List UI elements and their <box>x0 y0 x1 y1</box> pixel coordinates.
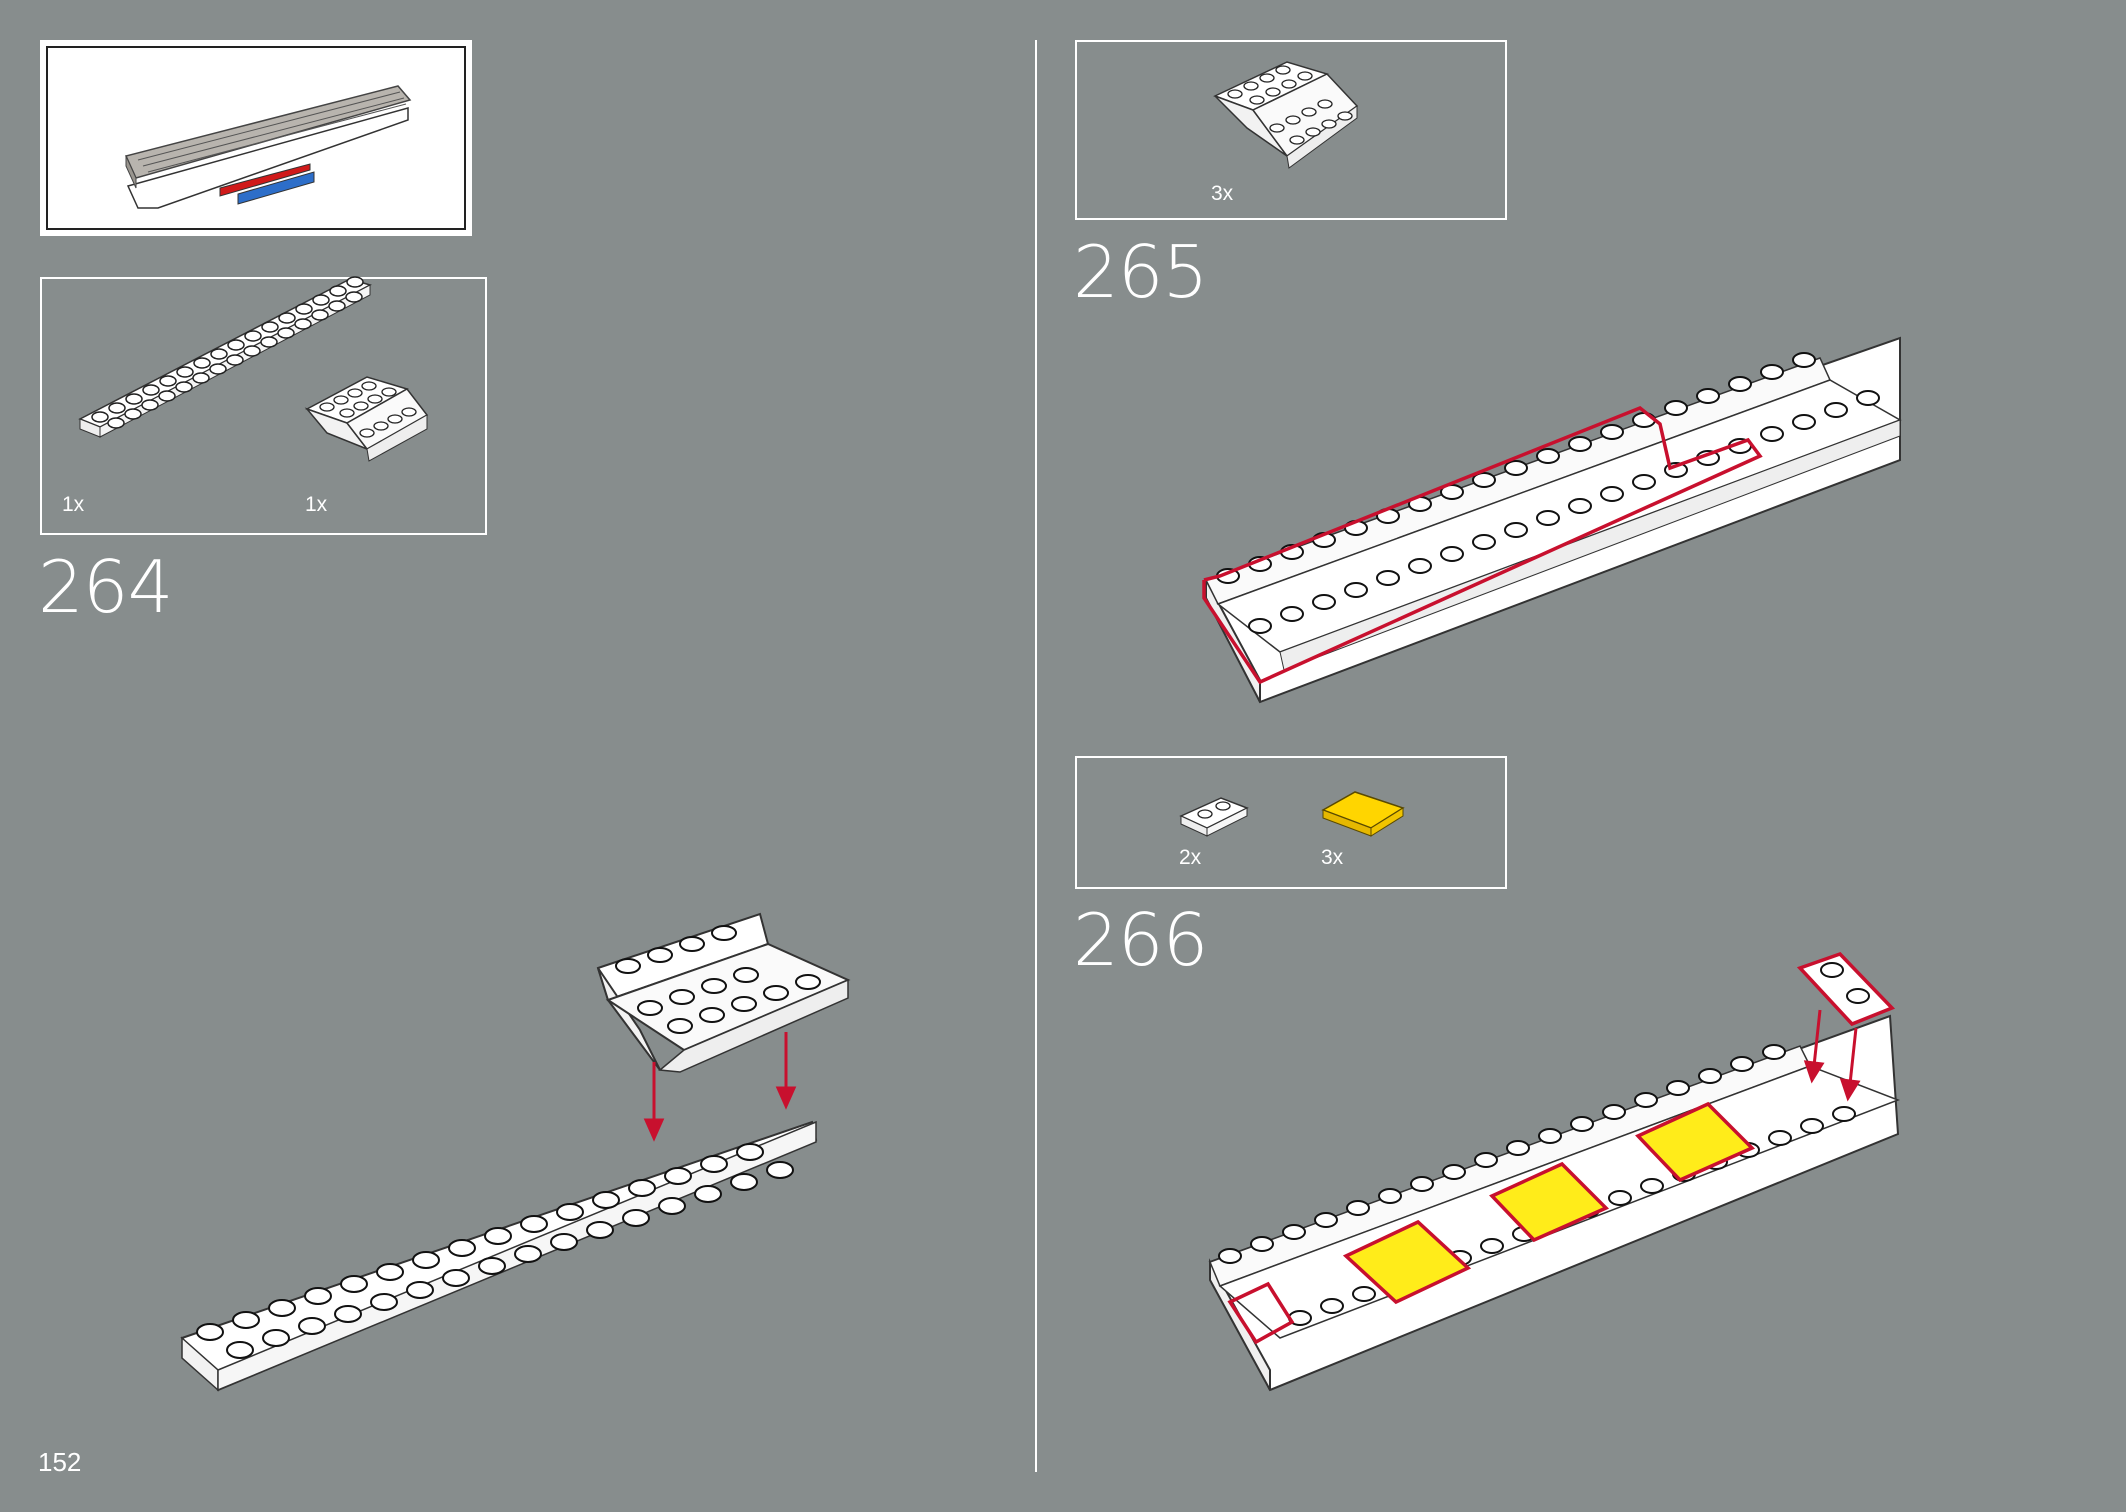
page-divider <box>1035 40 1037 1472</box>
step-265-parts-box: 3x <box>1075 40 1507 220</box>
step-264-parts-box: 1x 1x <box>40 276 487 535</box>
step-264-illustration <box>180 912 851 1392</box>
part-qty-264-1: 1x <box>62 493 85 516</box>
step-number-265: 265 <box>1073 230 1208 314</box>
step-number-266: 266 <box>1073 898 1208 982</box>
part-qty-265-1: 3x <box>1211 182 1234 205</box>
overview-model-image <box>124 85 412 209</box>
step-265-illustration <box>1202 336 1902 704</box>
plate-2x16-icon <box>78 276 372 438</box>
part-qty-264-2: 1x <box>305 493 328 516</box>
overview-inner-frame <box>46 46 466 230</box>
tile-2x2-yellow-icon <box>1321 791 1405 837</box>
inverted-slope-icon <box>1213 61 1359 169</box>
part-qty-266-1: 2x <box>1179 846 1202 869</box>
page-number: 152 <box>38 1447 82 1477</box>
overview-frame <box>40 40 472 236</box>
step-number-264: 264 <box>38 545 173 629</box>
plate-1x2-icon <box>1179 797 1249 837</box>
inverted-slope-icon <box>304 376 429 462</box>
part-qty-266-2: 3x <box>1321 846 1344 869</box>
step-266-parts-box: 2x 3x <box>1075 756 1507 889</box>
step-266-illustration <box>1208 951 1901 1392</box>
